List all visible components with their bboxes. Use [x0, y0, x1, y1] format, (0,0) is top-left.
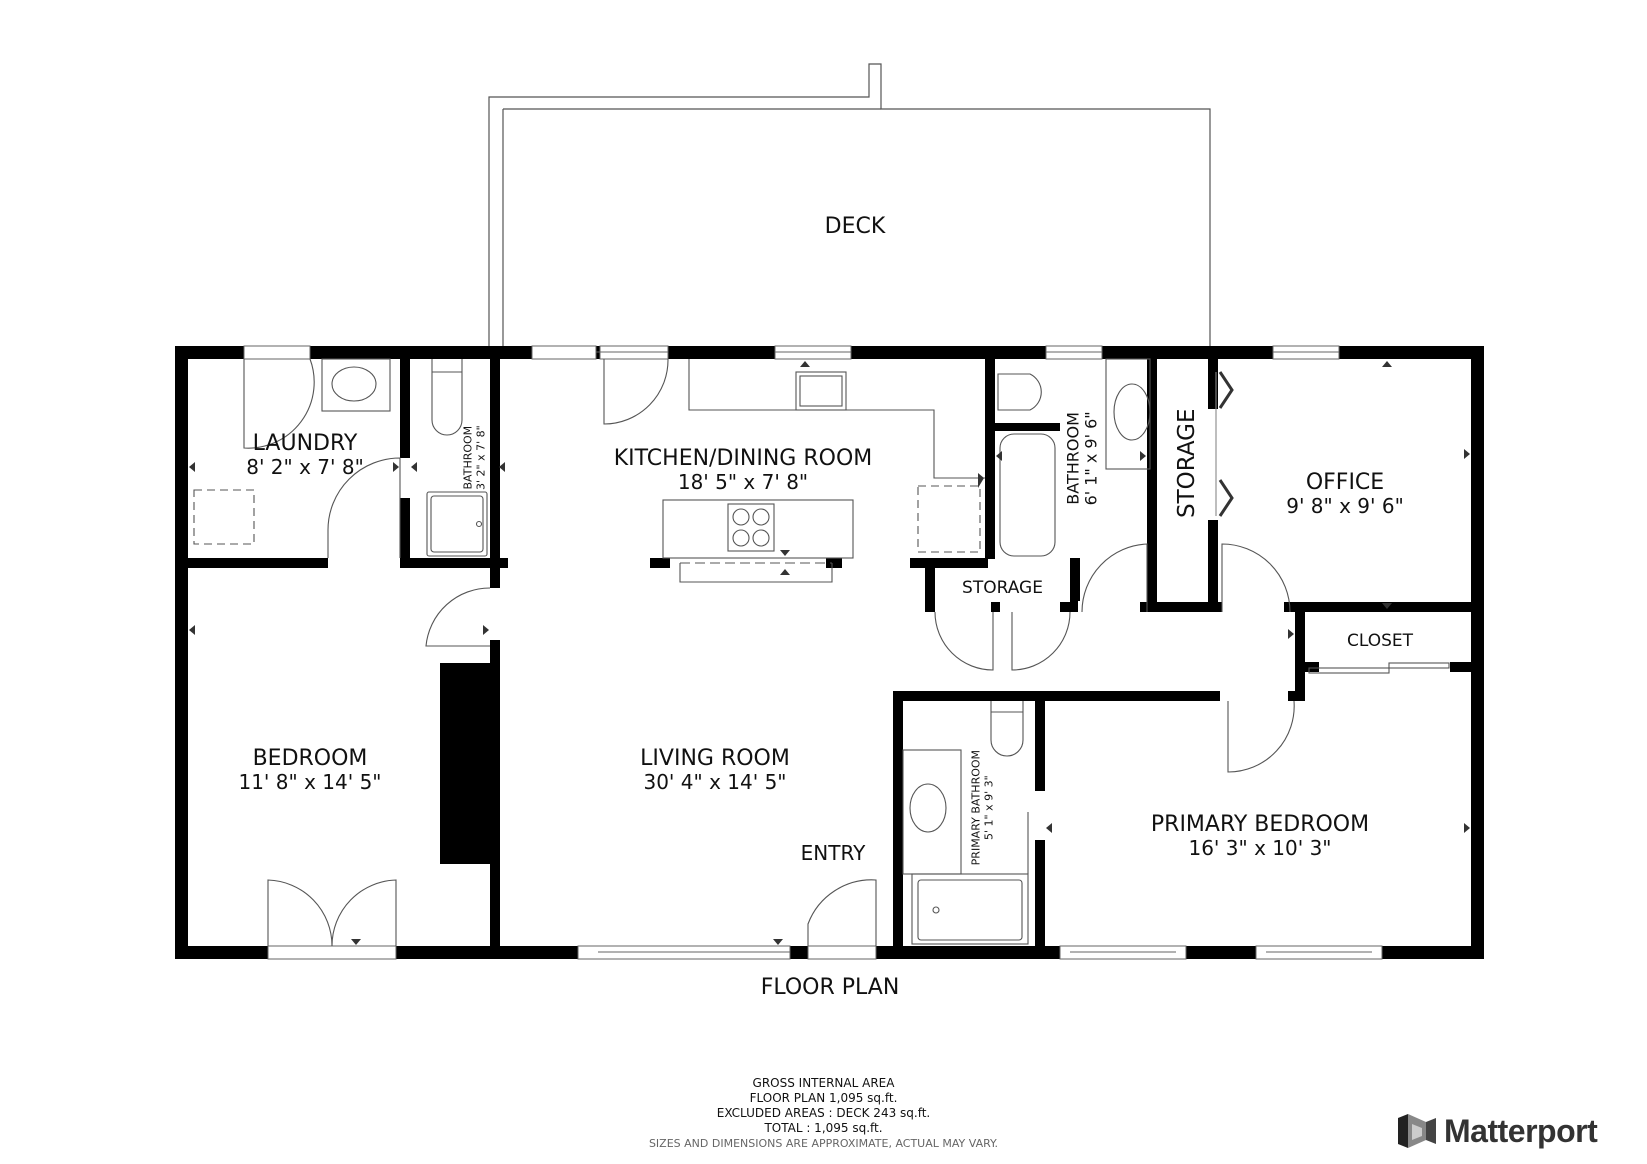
area-floor-plan: FLOOR PLAN 1,095 sq.ft. — [749, 1091, 898, 1105]
area-excluded: EXCLUDED AREAS : DECK 243 sq.ft. — [716, 1106, 931, 1120]
disclaimer: SIZES AND DIMENSIONS ARE APPROXIMATE, AC… — [648, 1137, 999, 1150]
room-label-storage-vertical: STORAGE — [1173, 408, 1200, 518]
room-label-bedroom: BEDROOM 11' 8" x 14' 5" — [238, 746, 382, 795]
room-label-deck: DECK — [824, 214, 886, 239]
room-label-primary-bathroom: PRIMARY BATHROOM 5' 1" x 9' 3" — [969, 749, 995, 866]
room-label-office: OFFICE 9' 8" x 9' 6" — [1286, 470, 1404, 519]
deck-outline — [488, 63, 1211, 346]
room-label-bathroom-small: BATHROOM 3' 2" x 7' 8" — [461, 425, 487, 490]
matterport-wordmark: Matterport — [1444, 1112, 1598, 1149]
interior-walls — [188, 359, 1484, 946]
room-label-closet: CLOSET — [1346, 631, 1414, 651]
room-label-storage: STORAGE — [962, 578, 1043, 598]
fixtures — [193, 358, 1450, 947]
matterport-logo-icon — [1398, 1114, 1436, 1148]
room-label-living-room: LIVING ROOM 30' 4" x 14' 5" — [640, 746, 790, 795]
area-total: TOTAL : 1,095 sq.ft. — [764, 1121, 883, 1135]
room-label-bathroom: BATHROOM 6' 1" x 9' 6" — [1063, 411, 1101, 506]
room-label-kitchen-dining: KITCHEN/DINING ROOM 18' 5" x 7' 8" — [613, 446, 873, 495]
matterport-brand: Matterport — [1396, 1112, 1598, 1150]
room-label-laundry: LAUNDRY 8' 2" x 7' 8" — [246, 431, 364, 480]
room-label-entry: ENTRY — [800, 841, 866, 865]
plan-title: FLOOR PLAN — [760, 975, 900, 1000]
area-heading: GROSS INTERNAL AREA — [752, 1076, 895, 1090]
area-summary: GROSS INTERNAL AREA FLOOR PLAN 1,095 sq.… — [0, 1076, 1647, 1151]
dimension-markers — [189, 361, 1470, 945]
room-label-primary-bedroom: PRIMARY BEDROOM 16' 3" x 10' 3" — [1150, 812, 1370, 861]
